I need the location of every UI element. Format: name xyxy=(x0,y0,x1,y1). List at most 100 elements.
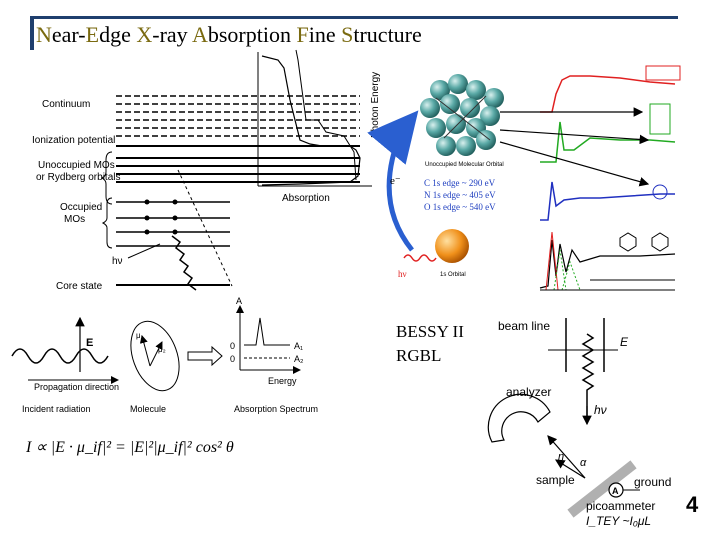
title-vertical-bar xyxy=(30,16,34,50)
c-edge: C 1s edge ~ 290 eV xyxy=(424,178,496,188)
sample-plate xyxy=(567,460,637,518)
structure-icon-3 xyxy=(652,184,668,200)
polarization-panel: E Propagation direction Incident radiati… xyxy=(11,296,318,456)
electron-arrow xyxy=(367,110,419,252)
title-frame: Near-Edge X-ray Absorption Fine Structur… xyxy=(30,16,678,50)
mu2-label: μ₂ xyxy=(158,345,166,354)
absorption-curve-2 xyxy=(295,49,357,181)
mu2-vector xyxy=(149,341,163,367)
occupied-levels xyxy=(116,201,230,247)
unoccupied-label-2: or Rydberg orbitals xyxy=(36,172,120,183)
molecule-ellipse xyxy=(130,320,180,392)
core-orbital-sphere xyxy=(435,229,469,263)
incident-label: Incident radiation xyxy=(22,404,91,414)
structure-icon-2 xyxy=(649,103,671,135)
occupied-brace xyxy=(101,197,113,249)
beam-zigzag xyxy=(581,333,595,420)
structure-icon-1 xyxy=(645,65,681,81)
title-word: Absorption xyxy=(191,22,297,47)
orbital-caption: Unoccupied Molecular Orbital xyxy=(425,162,504,168)
spectrum-a1-curve xyxy=(244,317,290,346)
picoammeter-label: picoammeter xyxy=(586,499,655,513)
emission-arrow xyxy=(547,435,586,479)
analyzer-arc xyxy=(487,393,551,443)
hv-excitation-arrow xyxy=(171,235,197,291)
beam-line-label: beam line xyxy=(498,319,550,333)
hv-pointer xyxy=(127,243,161,259)
structure-icon-4 xyxy=(619,232,669,252)
orbital-1s-label: 1s Orbital xyxy=(440,272,466,278)
spectrum-axis-a: A xyxy=(236,296,242,306)
ammeter-symbol: A xyxy=(612,486,619,496)
normal-vector xyxy=(554,459,586,479)
levels-brace xyxy=(100,151,113,205)
setup-hv-label: hν xyxy=(594,403,607,417)
unoccupied-label-1: Unoccupied MOs xyxy=(38,160,115,171)
spectrum-label: Absorption Spectrum xyxy=(234,404,318,414)
electron-dots xyxy=(144,199,178,235)
spectrum-red xyxy=(540,75,676,113)
title-word: X-ray xyxy=(136,22,192,47)
title-word: Edge xyxy=(85,22,137,47)
zero-label-2: 0 xyxy=(230,354,235,364)
a2-label: A₂ xyxy=(294,354,304,364)
n-edge: N 1s edge ~ 405 eV xyxy=(424,190,496,200)
ground-label: ground xyxy=(634,475,671,489)
spectrum-black xyxy=(539,239,676,289)
facility-line-2: RGBL xyxy=(396,346,442,365)
e-vector-label: E xyxy=(620,335,629,349)
occupied-label-2: MOs xyxy=(64,214,85,225)
pointer-arrow-2 xyxy=(499,129,650,145)
spectrum-green xyxy=(540,121,676,163)
analyzer-label: analyzer xyxy=(506,385,551,399)
alpha-label: α xyxy=(580,457,587,469)
spectrum-blue xyxy=(540,181,675,221)
spectrum-fit-green xyxy=(553,249,581,291)
absorption-panel: Absorption Photon Energy xyxy=(257,49,381,204)
ionization-label: Ionization potential xyxy=(32,135,115,146)
molecule-panel: Unoccupied Molecular Orbital e⁻ C 1s edg… xyxy=(367,74,504,279)
incident-wave xyxy=(11,348,109,364)
hv-label: hν xyxy=(112,256,123,267)
facility-label: BESSY II RGBL xyxy=(396,320,464,368)
page-title: Near-Edge X-ray Absorption Fine Structur… xyxy=(36,22,422,48)
a1-label: A₁ xyxy=(294,341,303,351)
o-edge: O 1s edge ~ 540 eV xyxy=(424,202,496,212)
energy-level-diagram: Continuum Ionization potential Unoccupie… xyxy=(32,95,360,292)
occupied-label-1: Occupied xyxy=(60,202,102,213)
title-horizontal-bar xyxy=(30,16,678,19)
continuum-levels xyxy=(116,95,360,137)
pointer-arrow-3 xyxy=(499,141,650,187)
title-word: Near- xyxy=(36,22,86,47)
facility-line-1: BESSY II xyxy=(396,322,464,341)
absorption-axis-label: Absorption xyxy=(282,193,330,204)
unoccupied-levels xyxy=(116,157,360,183)
spectrum-fit-red xyxy=(545,231,559,291)
intensity-formula: I ∝ |E · μ_if|² = |E|²|μ_if|² cos² θ xyxy=(25,439,234,456)
title-word: Structure xyxy=(341,22,422,47)
molecule-label: Molecule xyxy=(130,404,166,414)
photon-hv-label: hν xyxy=(398,269,407,279)
energy-axis-label: Energy xyxy=(268,376,297,386)
photon-energy-label: Photon Energy xyxy=(370,72,381,138)
title-word: Fine xyxy=(296,22,342,47)
tey-formula: I_TEY ~I₀μL xyxy=(586,514,651,528)
electron-label: e⁻ xyxy=(390,175,401,187)
core-state-label: Core state xyxy=(56,281,103,292)
absorption-curve xyxy=(261,55,361,186)
mu1-vector xyxy=(139,335,151,367)
zero-label-1: 0 xyxy=(230,341,235,351)
spectra-panel xyxy=(499,65,681,291)
sample-label: sample xyxy=(536,473,575,487)
hollow-arrow xyxy=(187,345,223,367)
continuum-label: Continuum xyxy=(42,99,90,110)
setup-panel: beam line E hν analyzer n α sample A gro… xyxy=(487,318,671,528)
page-number: 4 xyxy=(686,492,699,517)
mu1-label: μ₁ xyxy=(136,331,144,340)
e-field-label: E xyxy=(86,337,93,349)
propagation-label: Propagation direction xyxy=(34,382,119,392)
n-vector-label: n xyxy=(558,451,564,463)
photon-wave xyxy=(403,254,437,262)
molecular-orbital-cluster xyxy=(420,74,504,156)
